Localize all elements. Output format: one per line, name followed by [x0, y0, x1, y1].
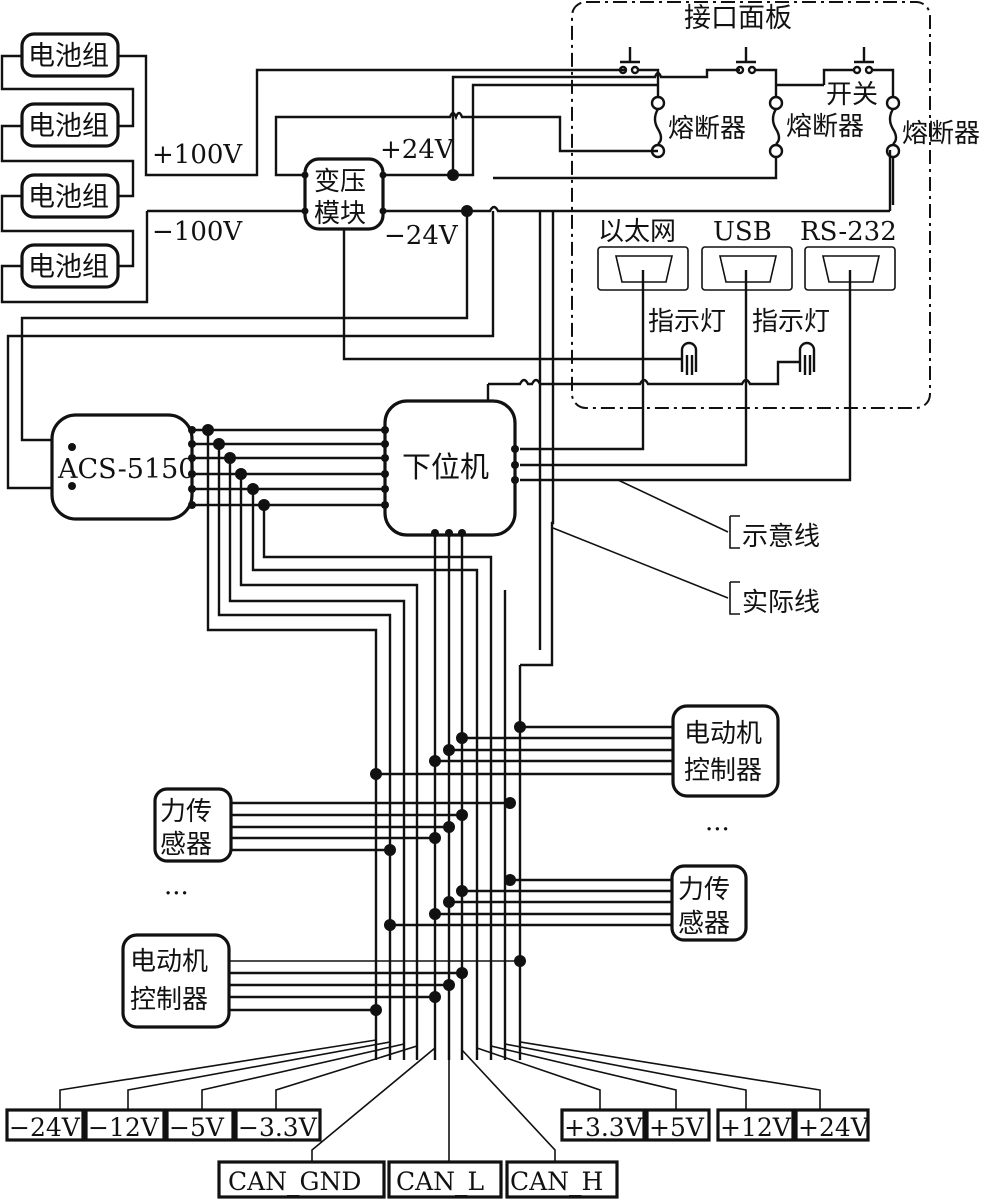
port-label-ethernet: 以太网 [598, 217, 676, 247]
lower-computer-label: 下位机 [402, 450, 489, 484]
ellipsis-left: ··· [164, 879, 189, 909]
indicator-label: 指示灯 [752, 307, 830, 337]
negative-voltage-terminals: −24V −12V −5V −3.3V [5, 1108, 322, 1142]
acs-5150-label: ACS-5150 [57, 454, 195, 485]
interface-panel-title: 接口面板 [684, 3, 792, 34]
bus-junctions [188, 424, 519, 537]
force-sensor-left: 力传 感器 [153, 787, 233, 863]
can-terminals: CAN_GND CAN_L CAN_H [217, 1160, 619, 1199]
battery-pack-1: 电池组 [20, 32, 120, 78]
terminal-pos-24v: +24V [798, 1113, 870, 1142]
motor-controller-right: 电动机 控制器 [671, 704, 780, 798]
indicator-lamp-2 [798, 341, 816, 375]
port-rs232: RS-232 [800, 217, 897, 291]
switch-3 [852, 47, 874, 75]
battery-packs: 电池组 电池组 电池组 电池组 [0, 32, 625, 304]
fuse-label: 熔断器 [786, 112, 864, 142]
force-sensor-label-line1: 力传 [678, 875, 730, 905]
force-sensor-right: 力传 感器 [670, 864, 748, 942]
ellipsis-right: ··· [705, 815, 730, 845]
terminal-pos-12v: +12V [720, 1113, 792, 1142]
battery-label: 电池组 [28, 41, 109, 72]
port-label-usb: USB [713, 217, 772, 247]
battery-label: 电池组 [28, 182, 109, 213]
motor-controller-label-line1: 电动机 [684, 719, 762, 749]
positive-voltage-terminals: +3.3V +5V +12V +24V [560, 1108, 870, 1142]
legend: 示意线 实际线 [552, 479, 820, 618]
battery-pack-3: 电池组 [20, 173, 120, 219]
transformer-label-line1: 变压 [314, 167, 366, 197]
port-ethernet: 以太网 [597, 217, 689, 291]
terminal-can-h: CAN_H [510, 1167, 603, 1196]
transformer-label-line2: 模块 [314, 199, 366, 229]
terminal-pos-5v: +5V [649, 1113, 705, 1142]
interface-panel [571, 1, 931, 409]
port-label-rs232: RS-232 [800, 217, 897, 247]
minus-24v-label: −24V [384, 221, 459, 251]
acs-5150-unit: ACS-5150 [50, 413, 195, 521]
force-sensor-label-line1: 力传 [160, 797, 212, 827]
fuse-2 [768, 95, 784, 159]
port-usb: USB [701, 217, 793, 291]
lower-computer: 下位机 [383, 399, 517, 537]
motor-controller-label-line2: 控制器 [130, 985, 208, 1015]
motor-controller-label-line1: 电动机 [130, 947, 208, 977]
terminal-can-l: CAN_L [396, 1167, 484, 1196]
plus-24v-label: +24V [380, 135, 455, 165]
terminal-neg-3-3v: −3.3V [238, 1113, 318, 1142]
force-sensor-label-line2: 感器 [160, 830, 212, 860]
fuse-3 [885, 95, 901, 159]
indicator-lamp-1 [680, 341, 698, 375]
terminal-can-gnd: CAN_GND [228, 1167, 361, 1196]
fuse-1 [650, 95, 666, 159]
battery-label: 电池组 [28, 252, 109, 283]
plus-100v-label: +100V [152, 140, 243, 170]
terminal-neg-12v: −12V [88, 1113, 160, 1142]
indicator-label: 指示灯 [648, 307, 726, 337]
force-sensor-label-line2: 感器 [678, 909, 730, 939]
terminal-pos-3-3v: +3.3V [564, 1113, 644, 1142]
terminal-neg-5v: −5V [169, 1113, 225, 1142]
switch-label: 开关 [826, 80, 878, 110]
motor-controller-label-line2: 控制器 [684, 756, 762, 786]
battery-pack-4: 电池组 [20, 243, 120, 289]
battery-pack-2: 电池组 [20, 102, 120, 148]
terminal-neg-24v: −24V [9, 1113, 81, 1142]
transformer-module: 变压 模块 [301, 157, 387, 231]
legend-schematic-line: 示意线 [742, 522, 820, 552]
legend-actual-line: 实际线 [742, 588, 820, 618]
battery-label: 电池组 [28, 111, 109, 142]
motor-controller-left: 电动机 控制器 [121, 933, 231, 1029]
fuse-label: 熔断器 [902, 119, 980, 149]
minus-100v-label: −100V [152, 217, 243, 247]
fuse-label: 熔断器 [668, 114, 746, 144]
